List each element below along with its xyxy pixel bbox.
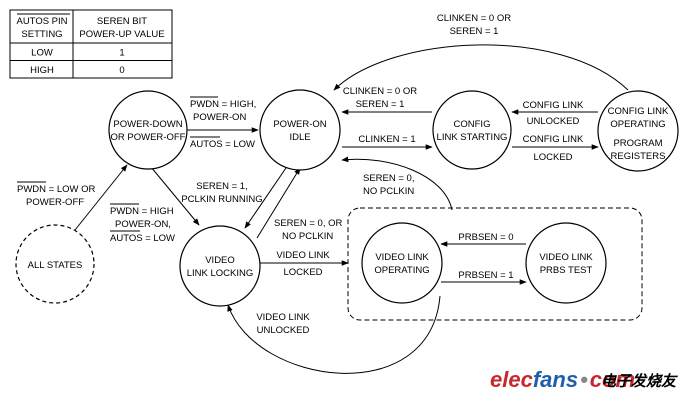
- label-idle-to-vl: SEREN = 1,: [196, 181, 247, 192]
- state-label: OPERATING: [374, 265, 429, 276]
- watermark-brand-cn: 电子发烧友: [601, 372, 678, 390]
- state-label: PRBS TEST: [540, 265, 593, 276]
- watermark: elecfans•com 电子发烧友: [490, 367, 678, 392]
- state-label: OR POWER-OFF: [111, 132, 186, 143]
- label-idle-to-cs: CLINKEN = 1: [358, 134, 415, 145]
- watermark-brand: elecfans•com: [490, 367, 635, 392]
- label-cs-to-co: LOCKED: [533, 152, 572, 163]
- state-label: CONFIG LINK: [608, 106, 669, 117]
- state-label: CONFIG: [454, 119, 491, 130]
- arrow-allstates-to-powerdown: [74, 164, 128, 231]
- state-label: POWER-ON: [273, 119, 326, 130]
- table-cell-value: 0: [119, 65, 124, 76]
- label-vo-to-vl: VIDEO LINK: [256, 312, 310, 323]
- label-pd-to-vl: PWDN = HIGH: [110, 206, 174, 217]
- state-power-on-idle: POWER-ON IDLE: [259, 89, 341, 171]
- label-vo-to-idle: NO PCLKIN: [363, 186, 414, 197]
- label-pd-to-idle: PWDN = HIGH,: [190, 99, 256, 110]
- state-label: VIDEO LINK: [539, 252, 593, 263]
- label-vo-to-vl: UNLOCKED: [257, 325, 310, 336]
- arrow-videooperating-to-videolocking: [227, 295, 441, 374]
- table-header-pin: AUTOS PIN: [16, 16, 67, 27]
- state-label: VIDEO LINK: [375, 252, 429, 263]
- label-pd-to-vl: AUTOS = LOW: [110, 233, 175, 244]
- transition-labels: CLINKEN = 0 OR SEREN = 1 CLINKEN = 0 OR …: [17, 13, 584, 336]
- state-label: PROGRAM: [613, 138, 662, 149]
- autos-seren-table: AUTOS PIN SETTING SEREN BIT POWER-UP VAL…: [9, 9, 173, 79]
- state-power-down: POWER-DOWN OR POWER-OFF: [108, 90, 188, 170]
- state-label: IDLE: [289, 132, 310, 143]
- label-prbs-to-vo: PRBSEN = 0: [458, 232, 513, 243]
- label-co-to-cs: CONFIG LINK: [523, 100, 584, 111]
- state-label: ALL STATES: [28, 260, 83, 271]
- state-video-link-operating: VIDEO LINK OPERATING: [361, 222, 443, 304]
- arrow-powerdown-to-videolocking: [150, 166, 200, 226]
- arrow-videolocking-to-idle: [256, 167, 301, 239]
- state-label: REGISTERS: [611, 151, 666, 162]
- table-cell-setting: HIGH: [30, 65, 54, 76]
- state-video-link-prbs-test: VIDEO LINK PRBS TEST: [525, 222, 607, 304]
- table-header-pin-sub: SETTING: [21, 29, 62, 40]
- label-vl-to-vo: LOCKED: [283, 267, 322, 278]
- label-top-arc: SEREN = 1: [450, 26, 499, 37]
- label-all-to-pd: POWER-OFF: [26, 197, 84, 208]
- label-top-arc: CLINKEN = 0 OR: [437, 13, 511, 24]
- state-label: LINK STARTING: [437, 132, 508, 143]
- state-label: LINK LOCKING: [187, 268, 254, 279]
- label-vl-to-vo: VIDEO LINK: [276, 250, 330, 261]
- label-pd-to-vl: POWER-ON,: [115, 219, 171, 230]
- state-all-states: ALL STATES: [15, 224, 95, 304]
- arrow-videooperating-to-idle: [341, 156, 453, 211]
- state-label: OPERATING: [610, 119, 665, 130]
- label-all-to-pd: PWDN = LOW OR: [17, 184, 96, 195]
- label-vo-to-idle: SEREN = 0,: [363, 173, 414, 184]
- arrow-idle-to-videolocking: [244, 164, 289, 229]
- label-idle-to-vl: PCLKIN RUNNING: [181, 194, 262, 205]
- state-video-link-locking: VIDEO LINK LOCKING: [179, 225, 261, 307]
- label-vl-to-idle: NO PCLKIN: [282, 231, 333, 242]
- label-cs-to-co: CONFIG LINK: [523, 134, 584, 145]
- table-header-bit: SEREN BIT: [97, 16, 147, 27]
- state-config-link-operating: CONFIG LINK OPERATING PROGRAM REGISTERS: [597, 90, 679, 172]
- label-vl-to-idle: SEREN = 0, OR: [274, 218, 343, 229]
- arrow-config-operating-to-idle: [333, 44, 629, 91]
- table-header-bit-sub: POWER-UP VALUE: [79, 29, 164, 40]
- label-pd-to-idle: AUTOS = LOW: [190, 139, 255, 150]
- state-label: POWER-DOWN: [113, 119, 182, 130]
- table-cell-value: 1: [119, 48, 124, 59]
- state-config-link-starting: CONFIG LINK STARTING: [432, 90, 512, 170]
- table-cell-setting: LOW: [31, 48, 53, 59]
- label-cs-to-idle: SEREN = 1: [356, 99, 405, 110]
- state-label: VIDEO: [205, 255, 235, 266]
- label-co-to-cs: UNLOCKED: [527, 116, 580, 127]
- label-pd-to-idle: POWER-ON: [193, 112, 246, 123]
- transition-arrows: [74, 44, 629, 374]
- label-vo-to-prbs: PRBSEN = 1: [458, 270, 513, 281]
- label-cs-to-idle: CLINKEN = 0 OR: [343, 86, 417, 97]
